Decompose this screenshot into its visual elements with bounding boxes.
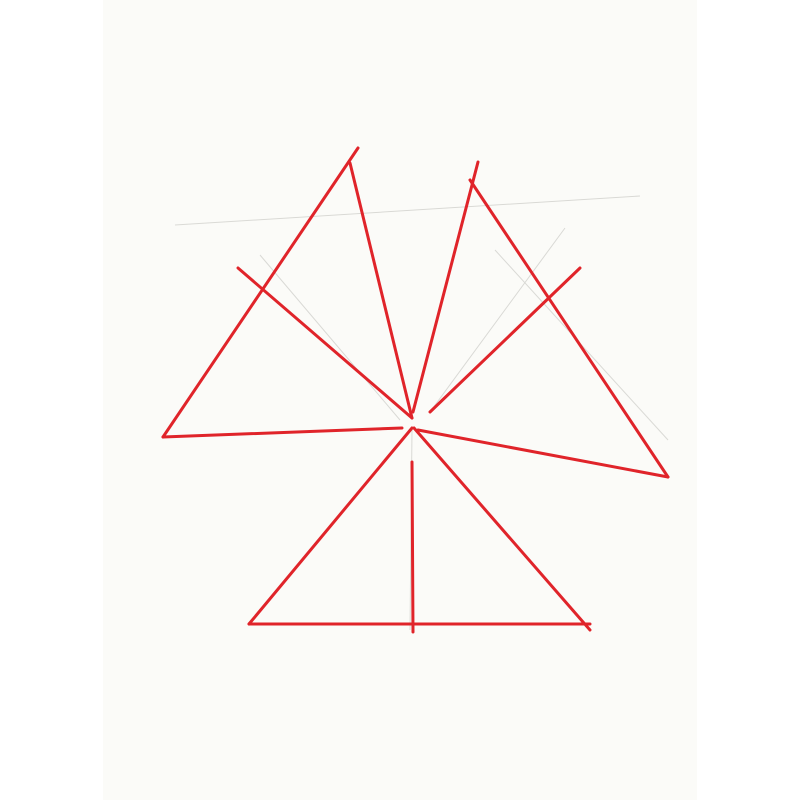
bottom-triangle: [247, 426, 592, 634]
triangle-edge: [348, 161, 414, 420]
pencil-guide-line: [259, 254, 401, 421]
pencil-guide-line: [429, 227, 566, 413]
triangle-edge: [468, 178, 670, 479]
pencil-guides: [174, 195, 669, 631]
triangle-bisector: [236, 266, 414, 420]
triangle-edge: [161, 426, 404, 439]
upper-right-triangle: [411, 160, 670, 479]
pencil-guide-line: [174, 195, 641, 226]
triangle-bisector: [428, 266, 582, 414]
triangle-edge: [416, 428, 670, 479]
triangle-edge: [411, 160, 480, 414]
triangle-edge: [247, 426, 414, 626]
triangle-edge: [161, 146, 360, 439]
triangle-bisector: [410, 460, 415, 634]
upper-left-triangle: [161, 146, 414, 439]
paper-sheet: [103, 0, 697, 800]
triangle-edge: [412, 426, 592, 632]
